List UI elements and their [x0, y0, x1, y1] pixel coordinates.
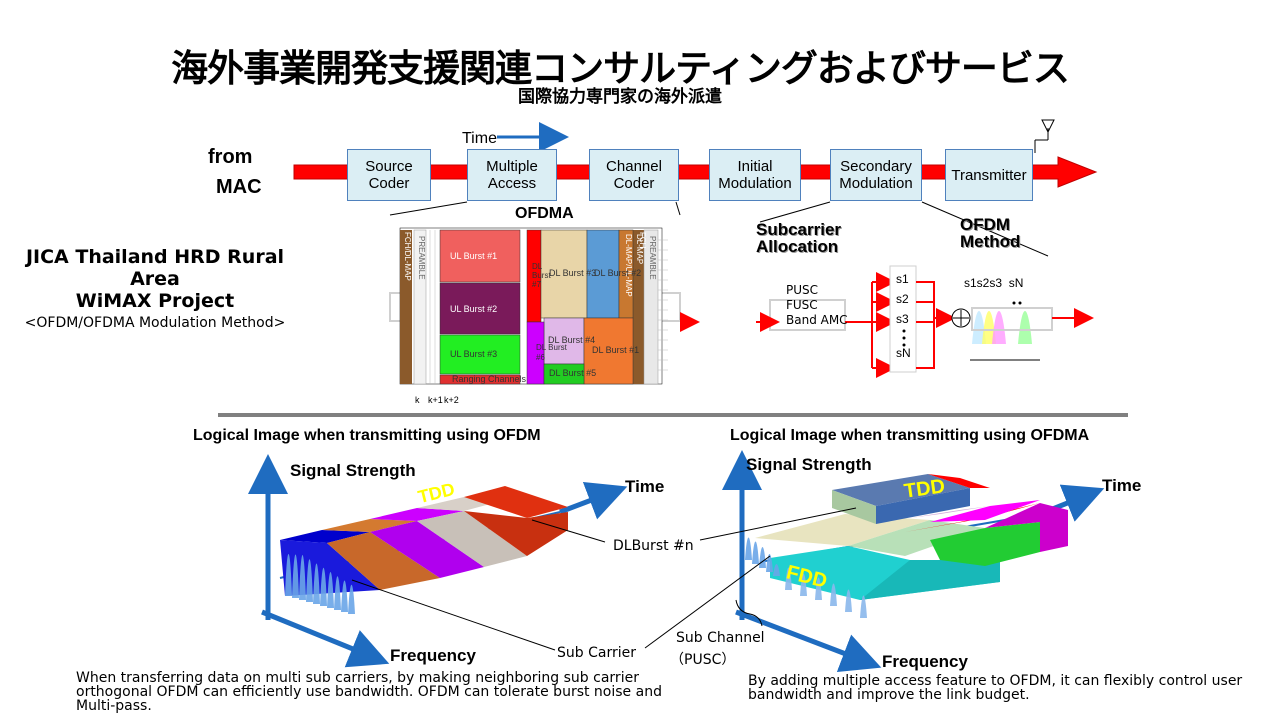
frame-vlabel-3: DL-MAP/UL-MAP: [624, 234, 633, 297]
frame-vlabel-5: FCH: [638, 232, 647, 249]
k1-label: k+1: [428, 395, 443, 405]
s3-label: s3: [896, 312, 909, 326]
from-mac-label: from MAC: [208, 142, 262, 202]
s2-label: s2: [896, 292, 909, 306]
subcarrier-label: Sub Carrier: [557, 645, 636, 661]
ofdma-time-label: Time: [1102, 476, 1142, 495]
subcarrier-allocation-label: Subcarrier Allocation: [756, 220, 842, 256]
time-label: Time: [462, 130, 497, 147]
dlburst-label: DLBurst #n: [613, 538, 694, 554]
project-line-2: WiMAX Project: [75, 290, 235, 312]
ofdm-frequency-label: Frequency: [390, 646, 476, 665]
ofdm-sub-labels: s1s2s3 sN: [964, 276, 1024, 290]
page-title: 海外事業開発支援関連コンサルティングおよびサービス: [171, 47, 1070, 90]
frame-vlabel-2: PREAMBLE: [417, 236, 426, 280]
ul-burst-2: UL Burst #2: [450, 304, 498, 314]
mac-label: MAC: [216, 176, 262, 198]
ofdma-frequency-label: Frequency: [882, 652, 968, 671]
ul-burst-3: UL Burst #3: [450, 349, 498, 359]
project-label: JICA Thailand HRD Rural Area WiMAX Proje…: [10, 246, 300, 334]
sn-label: sN: [896, 346, 911, 360]
band-amc-label: Band AMC: [786, 313, 848, 327]
ofdm-time-label: Time: [625, 477, 665, 496]
frame-vlabel-4: DL-MAP: [635, 234, 644, 265]
multiple-access-box: Multiple Access: [467, 149, 557, 201]
ofdma-signal-label: Signal Strength: [746, 455, 872, 474]
dl-burst-5: DL Burst #5: [549, 368, 597, 378]
initial-modulation-box: Initial Modulation: [709, 149, 801, 201]
secondary-modulation-box: Secondary Modulation: [830, 149, 922, 201]
pusc-paren-label: （PUSC）: [670, 652, 736, 668]
ofdm-heading: Logical Image when transmitting using OF…: [193, 427, 541, 444]
ofdma-label: OFDMA: [515, 205, 574, 222]
subchannel-label: Sub Channel: [676, 630, 765, 646]
ofdm-method-label: OFDM Method: [960, 215, 1021, 251]
antenna-icon: [1034, 119, 1055, 153]
dl-burst-4: DL Burst #4: [548, 335, 596, 345]
ranging-channels: Ranging Channels: [452, 374, 527, 384]
transmitter-box: Transmitter: [945, 149, 1033, 201]
dl-burst-2: DL Burst #2: [594, 268, 642, 278]
dl-burst-3: DL Burst #3: [549, 268, 597, 278]
s1-label: s1: [896, 272, 909, 286]
from-label: from: [208, 146, 253, 168]
ofdma-description: By adding multiple access feature to OFD…: [748, 673, 1243, 703]
pusc-label: PUSC: [786, 283, 819, 297]
ofdm-description: When transferring data on multi sub carr…: [76, 670, 662, 714]
channel-coder-box: Channel Coder: [589, 149, 679, 201]
ofdm-signal-label: Signal Strength: [290, 461, 416, 480]
source-coder-box: Source Coder: [347, 149, 431, 201]
frame-vlabel-6: PREAMBLE: [648, 236, 657, 280]
frame-vlabel-1: FCH/DL-MAP: [403, 232, 412, 281]
fusc-label: FUSC: [786, 298, 818, 312]
project-line-3: <OFDM/OFDMA Modulation Method>: [24, 315, 286, 331]
ul-burst-1: UL Burst #1: [450, 251, 498, 261]
dl-burst-1: DL Burst #1: [592, 345, 640, 355]
ofdma-heading: Logical Image when transmitting using OF…: [730, 427, 1090, 444]
project-line-1: JICA Thailand HRD Rural Area: [25, 246, 285, 290]
page-subtitle: 国際協力専門家の海外派遣: [518, 87, 722, 107]
dl-burst-6: DL Burst #6: [536, 343, 567, 362]
k2-label: k+2: [444, 395, 459, 405]
k-label: k: [415, 395, 420, 405]
dl-burst-7: DL Burst #7: [532, 262, 551, 289]
